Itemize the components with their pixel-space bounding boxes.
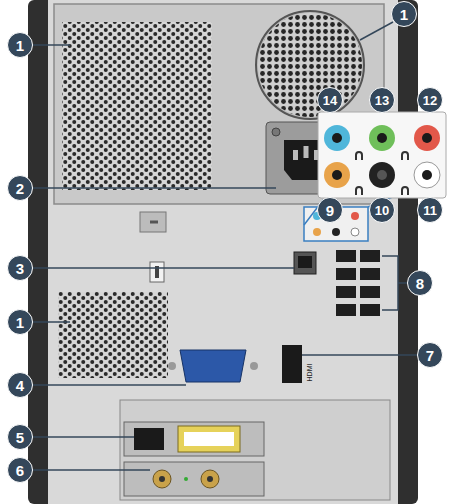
callout-number: 8 xyxy=(407,270,433,296)
graphics-card xyxy=(124,422,264,456)
chassis xyxy=(28,0,418,504)
port-label: HDMI xyxy=(306,363,313,381)
vga-port xyxy=(180,350,246,382)
lock-slot xyxy=(150,262,164,282)
callout-number: 4 xyxy=(7,372,33,398)
callout-number: 11 xyxy=(417,197,443,223)
hdmi-port xyxy=(282,345,302,383)
callout-number: 1 xyxy=(7,32,33,58)
lan-port xyxy=(294,252,316,274)
callout-number: 13 xyxy=(369,87,395,113)
leader-lines xyxy=(33,22,417,470)
callout-number: 3 xyxy=(7,255,33,281)
callout-number: 7 xyxy=(417,342,443,368)
expansion-card xyxy=(124,462,264,496)
audio-zoom xyxy=(318,112,446,198)
callout-number: 6 xyxy=(7,457,33,483)
callout-number: 1 xyxy=(7,309,33,335)
callout-number: 2 xyxy=(7,175,33,201)
rear-panel xyxy=(48,0,398,504)
callout-number: 12 xyxy=(417,87,443,113)
usb-ports xyxy=(336,250,380,316)
callout-number: 9 xyxy=(317,197,343,223)
callout-number: 1 xyxy=(391,1,417,27)
callout-number: 5 xyxy=(7,424,33,450)
callout-number: 10 xyxy=(369,197,395,223)
chassis-vent xyxy=(58,292,168,378)
power-supply xyxy=(54,4,384,204)
callout-number: 14 xyxy=(317,87,343,113)
audio-jacks xyxy=(324,125,440,195)
psu-vent xyxy=(62,22,212,190)
